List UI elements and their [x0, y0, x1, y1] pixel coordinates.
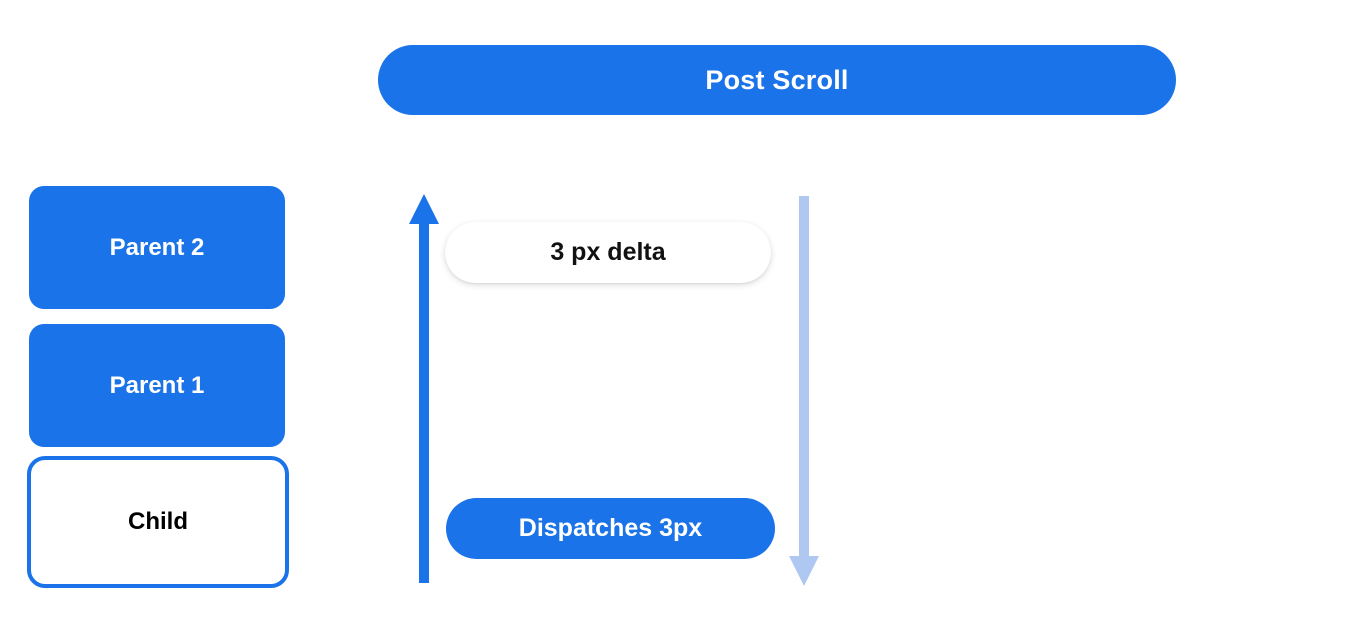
- scroll-up-arrow-icon: [409, 194, 439, 583]
- element-stack: Parent 2 Parent 1 Child: [27, 186, 289, 588]
- dispatch-pill-label: Dispatches 3px: [518, 514, 703, 542]
- stack-spacer: [27, 447, 289, 456]
- scroll-down-arrow-icon: [789, 196, 819, 586]
- page-title: Post Scroll: [705, 64, 849, 95]
- stack-box-parent-2: Parent 2: [29, 186, 285, 309]
- stack-box-label: Parent 1: [109, 371, 205, 399]
- post-scroll-header: Post Scroll: [378, 45, 1176, 115]
- stack-spacer: [27, 309, 289, 324]
- stack-box-label: Parent 2: [109, 233, 205, 261]
- stack-box-parent-1: Parent 1: [29, 324, 285, 447]
- dispatch-pill: Dispatches 3px: [446, 498, 775, 559]
- delta-pill-label: 3 px delta: [550, 238, 666, 266]
- stack-box-label: Child: [128, 508, 188, 535]
- stack-box-child: Child: [27, 456, 289, 588]
- delta-pill: 3 px delta: [445, 222, 771, 283]
